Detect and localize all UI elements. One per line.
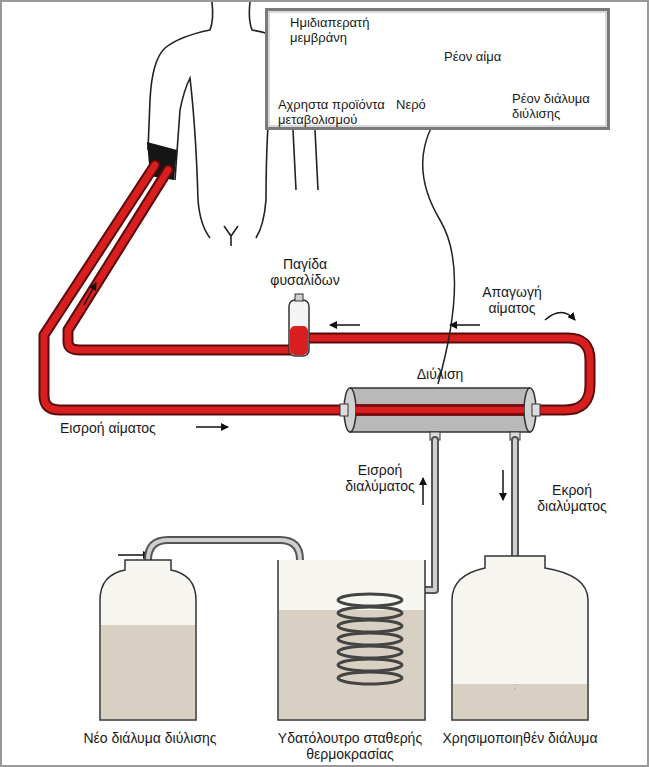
coil-winding	[338, 607, 402, 619]
fresh-bottle	[100, 560, 196, 720]
inset-box: Ημιδιαπερατή μεμβράνηΡέον αίμαΑχρηστα πρ…	[265, 8, 610, 130]
coil-winding	[338, 672, 402, 684]
heating-coil	[338, 594, 402, 684]
flow-label: Εισροή διαλύματος	[340, 462, 420, 494]
coil-winding	[338, 633, 402, 645]
waste-label: Αχρηστα προϊόντα μεταβολισμού	[278, 97, 396, 127]
leader-line	[423, 126, 455, 384]
water-label: Νερό	[396, 97, 456, 112]
part-label: Χρησιμοποιηθέν διάλυμα	[440, 730, 600, 746]
part-label: Διύλιση	[395, 366, 485, 382]
flow-arrows	[84, 283, 575, 555]
bubble-trap	[289, 294, 309, 356]
dialyzer	[340, 388, 540, 440]
flow-label: Ρέον αίμα	[444, 49, 534, 64]
coil-winding	[338, 594, 402, 606]
coil-winding	[338, 620, 402, 632]
flow-label: Εισροή αίματος	[60, 420, 195, 436]
part-label: Υδατόλουτρο σταθερής θερμοκρασίας	[245, 730, 455, 762]
part-label: Παγίδα φυσαλίδων	[250, 256, 360, 288]
used-bottle	[452, 556, 588, 720]
flow-label: Απαγωγή αίματος	[462, 284, 562, 316]
coil-winding	[338, 646, 402, 658]
blood-tubes	[44, 165, 590, 410]
part-label: Νέο διάλυμα διύλισης	[70, 730, 230, 746]
flow-label: Ρέον διάλυμα διύλισης	[512, 91, 604, 121]
membrane-label: Ημιδιαπερατή μεμβράνη	[290, 15, 400, 45]
flow-label: Εκροή διαλύματος	[524, 482, 620, 514]
coil-winding	[338, 659, 402, 671]
water-bath	[278, 560, 425, 720]
